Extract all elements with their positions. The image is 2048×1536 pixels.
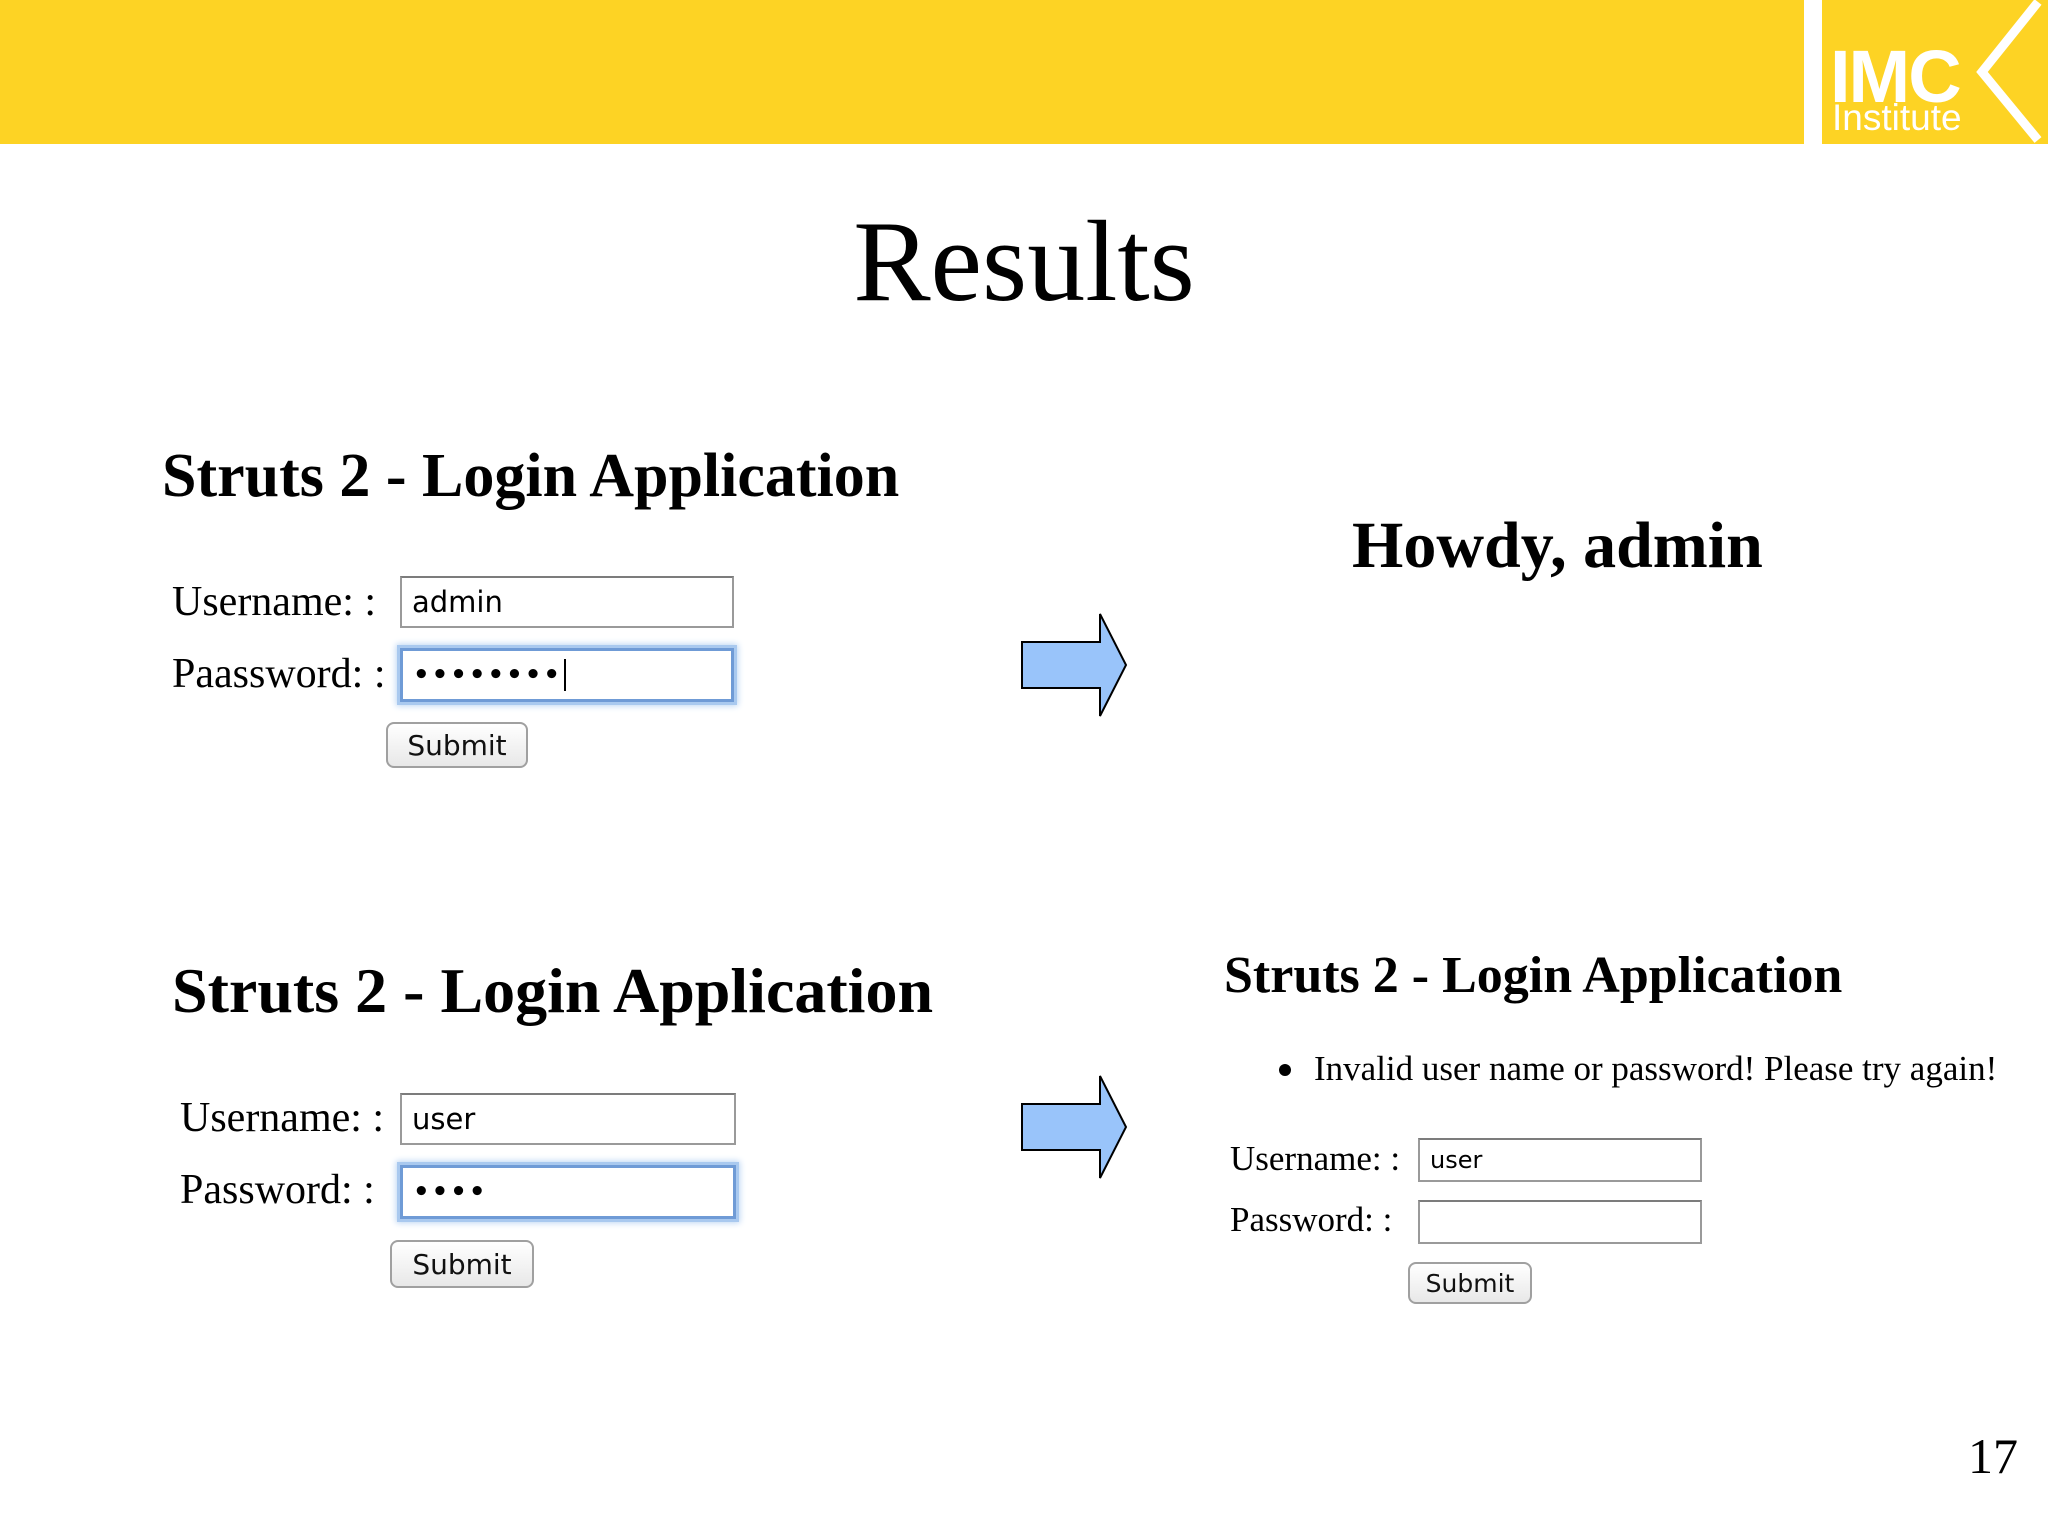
password-input[interactable]	[1418, 1200, 1702, 1244]
right-arrow-icon	[1021, 1075, 1128, 1179]
password-input[interactable]: ••••••••	[400, 648, 734, 702]
username-input[interactable]: user	[400, 1093, 736, 1145]
password-label: Password: :	[1230, 1200, 1393, 1239]
password-label: Paassword: :	[172, 651, 386, 697]
submit-button[interactable]: Submit	[390, 1240, 534, 1288]
password-input[interactable]: ••••	[400, 1165, 736, 1219]
username-label: Username: :	[1230, 1139, 1401, 1178]
page-number: 17	[1968, 1428, 2018, 1484]
slide-title: Results	[853, 198, 1195, 326]
username-value: admin	[412, 585, 503, 619]
error-message: Invalid user name or password! Please tr…	[1314, 1049, 1998, 1088]
app-heading: Struts 2 - Login Application	[162, 442, 900, 510]
app-heading: Struts 2 - Login Application	[1224, 947, 1843, 1004]
app-heading: Struts 2 - Login Application	[172, 955, 934, 1026]
welcome-message: Howdy, admin	[1352, 509, 1763, 582]
username-input[interactable]: user	[1418, 1138, 1702, 1182]
header-bar	[0, 0, 1804, 144]
username-value: user	[1430, 1146, 1483, 1174]
logo-subtext: Institute	[1832, 97, 1962, 138]
submit-button[interactable]: Submit	[1408, 1262, 1532, 1304]
bullet-icon	[1279, 1064, 1291, 1076]
password-masked-value: ••••••••	[413, 660, 562, 690]
password-masked-value: ••••	[413, 1177, 488, 1207]
text-caret	[563, 659, 566, 691]
right-arrow-icon	[1021, 613, 1128, 717]
logo-text: IMC	[1830, 35, 1962, 118]
imc-logo: IMC Institute	[1822, 0, 2048, 144]
password-label: Password: :	[180, 1167, 375, 1213]
username-label: Username: :	[172, 579, 377, 625]
username-input[interactable]: admin	[400, 576, 734, 628]
submit-button[interactable]: Submit	[386, 722, 528, 768]
username-value: user	[412, 1102, 476, 1136]
username-label: Username: :	[180, 1095, 385, 1141]
logo-chevron-icon	[1976, 0, 2042, 143]
